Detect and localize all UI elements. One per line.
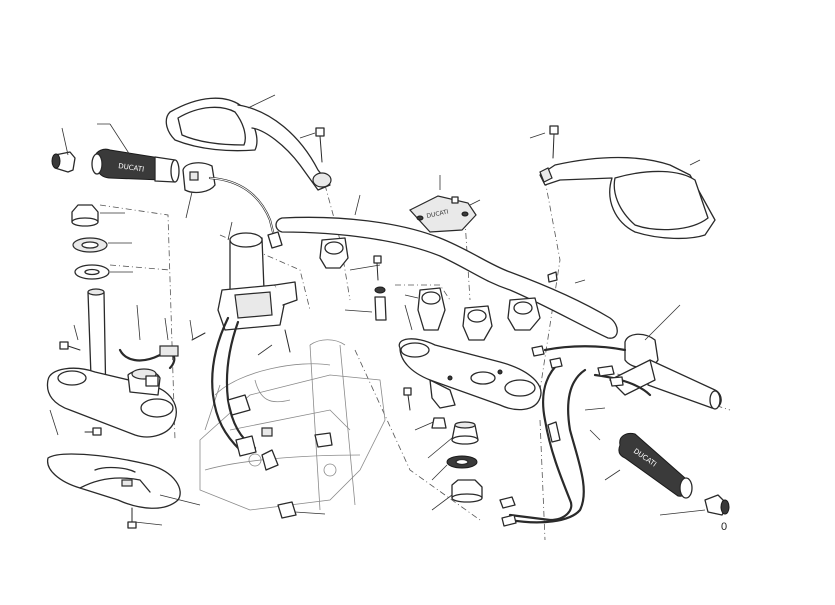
bolt-ignition [191,329,291,353]
bolt-left-clamp-lower [59,341,81,351]
left-wiring-harness [211,316,333,519]
control-cables [499,345,652,527]
bolt-right-small [547,271,558,283]
bolt-right-mirror [549,125,559,159]
left-grip-brand: DUCATI [118,162,145,174]
leader-lines [299,132,621,481]
handlebar-clamps: DUCATI [319,175,541,341]
right-switchgear [609,304,722,410]
bolt-riser-left [373,255,387,321]
bolt-guard [127,507,137,529]
left-bar-end [51,127,76,173]
callout-label: 0 [721,521,728,533]
handlebar [275,194,618,339]
bolt-yoke-front [403,387,412,411]
left-steering-stem [46,204,194,438]
left-grip: DUCATI [91,123,180,183]
lower-guard [47,453,201,526]
right-bar-end [659,494,730,516]
top-yoke [398,338,542,431]
ignition-switch [217,221,298,356]
bolt-top-mirror [315,127,325,163]
bolt-left-lower [84,427,102,436]
top-clamp-brand: DUCATI [426,208,449,220]
right-mirror [539,156,716,240]
left-mirror [165,94,332,191]
left-switchgear [182,162,283,249]
center-stem-parts [427,417,483,511]
right-grip: DUCATI [618,432,693,499]
bolt-top-clamp [451,196,459,204]
bolts [59,125,559,529]
